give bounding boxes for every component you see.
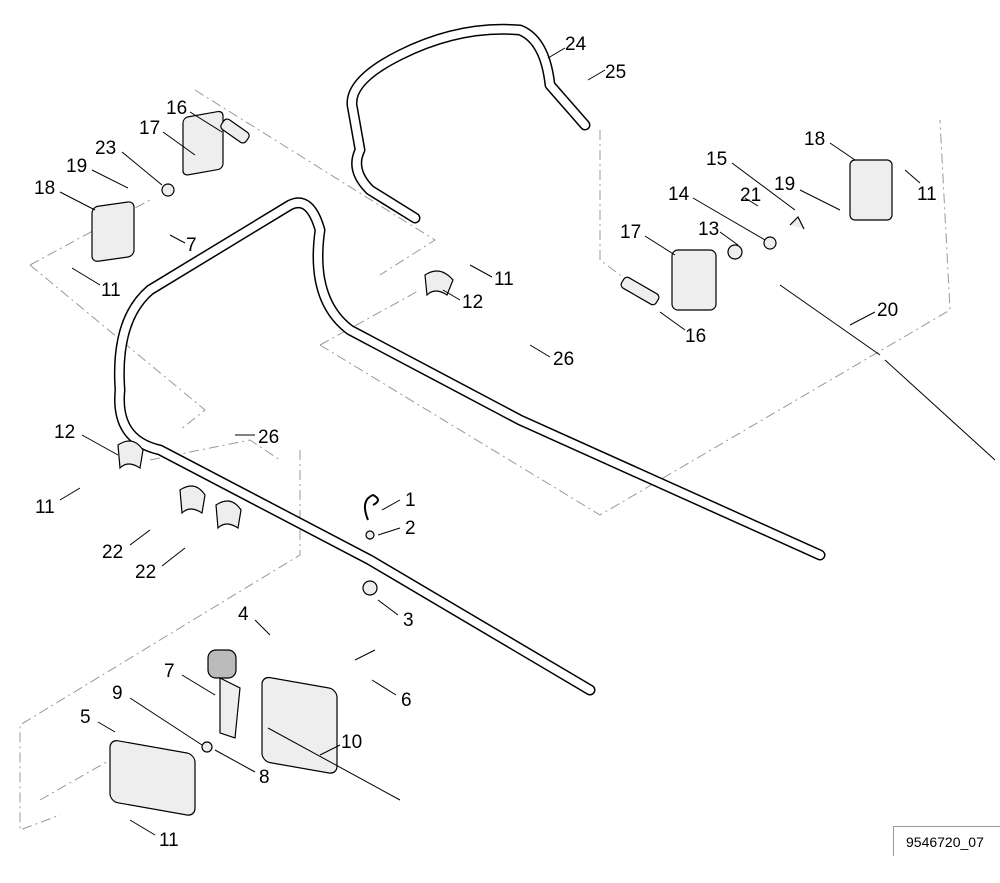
callout: 22 [135,562,156,583]
callout: 9 [112,683,123,704]
callout: 5 [80,707,91,728]
drawing-code: 9546720_07 [893,826,1000,856]
lever-16-left [220,118,250,144]
lower-handle-tube [113,197,826,696]
callout: 12 [54,422,75,443]
callout: 4 [238,604,249,625]
parts [91,110,996,816]
callout: 19 [66,156,87,177]
callout: 21 [740,185,761,206]
callout: 10 [341,732,362,753]
callout: 11 [917,184,937,205]
callout: 11 [494,269,514,290]
callout: 25 [605,62,626,83]
callout: 18 [804,129,825,150]
callout: 11 [101,280,121,301]
callout: 13 [698,219,719,240]
cover-18-right [849,159,893,221]
callout: 15 [706,149,727,170]
callout: 7 [186,235,197,256]
callout: 11 [159,830,179,851]
callout: 23 [95,138,116,159]
callout: 24 [565,34,587,55]
callout: 26 [258,427,279,448]
lever-16-right [620,276,660,306]
callout: 2 [405,518,416,539]
callout: 16 [685,326,706,347]
callout: 20 [877,300,898,321]
callout: 8 [259,767,270,788]
callout: 6 [401,690,412,711]
callout: 7 [164,661,175,682]
callout: 17 [620,222,641,243]
upper-handle-bar [346,23,591,224]
cover-5 [109,740,196,816]
callout: 14 [668,184,690,205]
callout: 3 [403,610,414,631]
callout-labels: 24 25 16 17 23 19 18 7 11 11 12 26 16 17… [34,34,937,851]
callout: 18 [34,178,55,199]
callout: 16 [166,98,187,119]
housing-4 [261,676,338,774]
callout: 26 [553,349,574,370]
dashed-guides [19,89,951,831]
leader-lines [59,47,921,836]
callout: 17 [139,118,160,139]
callout: 22 [102,542,123,563]
callout: 11 [35,497,55,518]
cover-18-left [91,201,135,262]
callout: 19 [774,174,795,195]
control-housing-17-right [671,249,717,311]
callout: 1 [405,490,416,511]
callout: 12 [462,292,483,313]
